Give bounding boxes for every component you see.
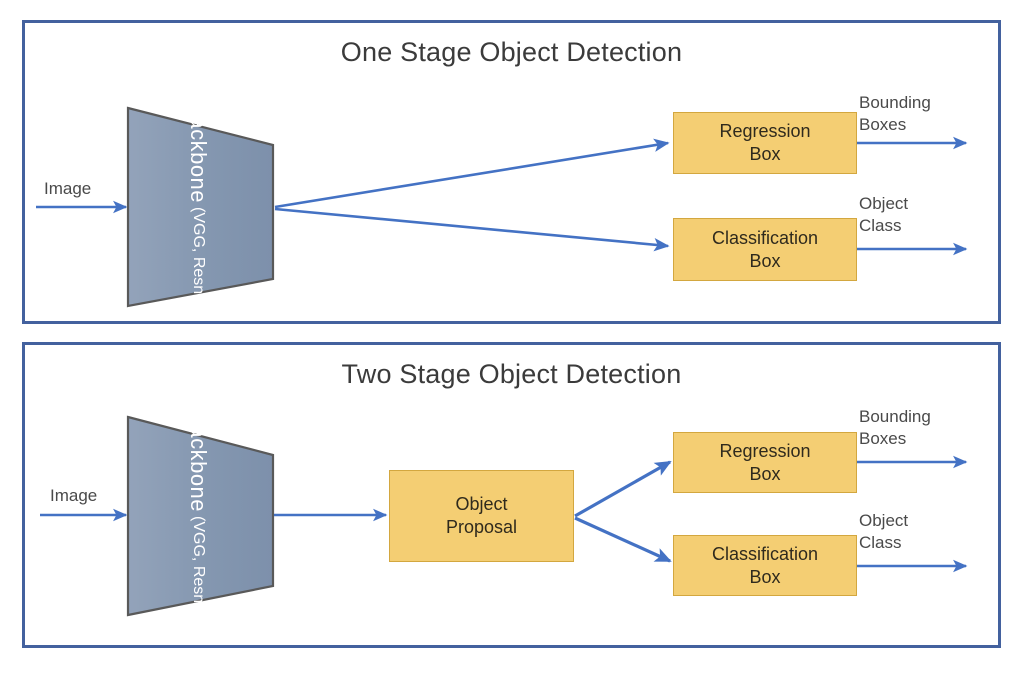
box-classification-two-stage[interactable]: Classification Box	[673, 535, 857, 596]
label-bounding-boxes-two-stage: Bounding Boxes	[859, 406, 931, 450]
label-bounding-boxes-line2-one-stage: Boxes	[859, 115, 907, 134]
label-object-class-one-stage: Object Class	[859, 193, 908, 237]
box-regression-line2-one-stage: Box	[749, 144, 781, 164]
box-object-proposal-two-stage[interactable]: Object Proposal	[389, 470, 574, 562]
backbone-sublabel-one-stage: (VGG, Resnet)	[190, 207, 207, 313]
box-object-proposal-line2: Proposal	[445, 517, 518, 537]
label-bounding-boxes-line1-two-stage: Bounding	[859, 407, 931, 426]
box-regression-two-stage[interactable]: Regression Box	[673, 432, 857, 493]
box-classification-one-stage[interactable]: Classification Box	[673, 218, 857, 281]
box-regression-line2-two-stage: Box	[749, 463, 781, 484]
page-title-one-stage: One Stage Object Detection	[340, 37, 683, 67]
box-regression-line1-one-stage: Regression	[719, 121, 811, 141]
label-object-class-line2-one-stage: Class	[859, 216, 902, 235]
box-object-proposal-line1: Object	[455, 494, 508, 514]
box-classification-line1-one-stage: Classification	[711, 227, 819, 248]
box-classification-line2-one-stage: Box	[749, 250, 781, 271]
box-classification-line2-two-stage: Box	[749, 566, 781, 587]
backbone-label-two-stage: (VGG, Resnet) Backbone	[175, 410, 221, 622]
backbone-name-two-stage: Backbone	[186, 410, 211, 513]
label-bounding-boxes-one-stage: Bounding Boxes	[859, 92, 931, 136]
backbone-name-one-stage: Backbone	[186, 101, 211, 204]
label-image-two-stage: Image	[50, 486, 98, 505]
box-classification-line1-two-stage: Classification	[711, 543, 819, 564]
backbone-label-one-stage: (VGG, Resnet) Backbone	[175, 101, 221, 313]
label-object-class-line1-two-stage: Object	[859, 511, 909, 530]
box-regression-one-stage[interactable]: Regression Box	[673, 112, 857, 174]
page-title-two-stage: Two Stage Object Detection	[341, 359, 682, 389]
label-image-one-stage: Image	[44, 179, 92, 198]
backbone-sublabel-two-stage: (VGG, Resnet)	[190, 516, 207, 622]
label-object-class-line2-two-stage: Class	[859, 533, 902, 552]
label-bounding-boxes-line1-one-stage: Bounding	[859, 93, 931, 112]
box-regression-line1-two-stage: Regression	[719, 440, 811, 461]
label-object-class-two-stage: Object Class	[859, 510, 908, 554]
label-bounding-boxes-line2-two-stage: Boxes	[859, 429, 907, 448]
label-object-class-line1-one-stage: Object	[859, 194, 909, 213]
